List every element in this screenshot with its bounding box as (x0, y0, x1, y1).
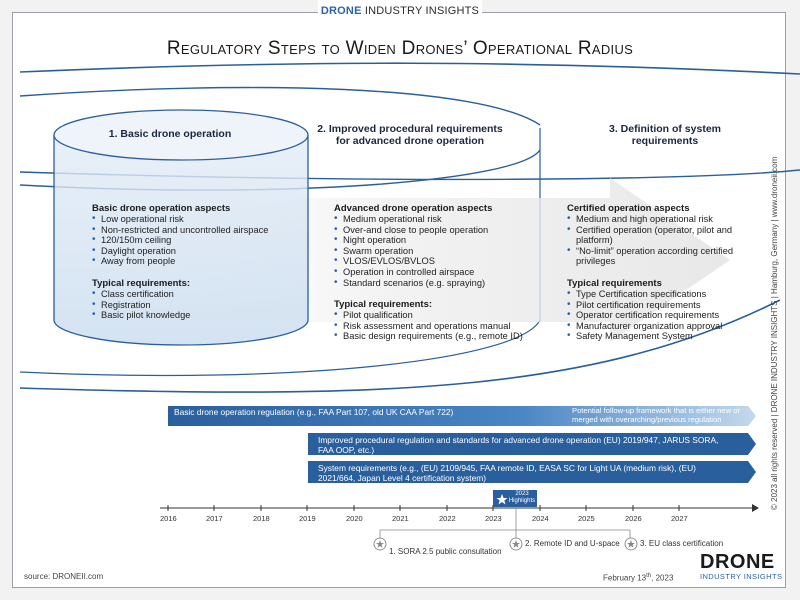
list-item: Daylight operation (92, 246, 292, 257)
year-label: 2021 (392, 514, 409, 523)
date-suffix: th (646, 573, 652, 579)
milestone-1: 1. SORA 2.5 public consultation (389, 547, 502, 556)
date-year: , 2023 (651, 573, 674, 583)
column-2-requirements: Pilot qualification Risk assessment and … (334, 310, 544, 342)
bar-system-requirements: System requirements (e.g., (EU) 2109/945… (318, 463, 696, 483)
list-item: VLOS/EVLOS/BVLOS (334, 256, 544, 267)
side-copyright-text: © 2023 all rights reserved | DRONE INDUS… (770, 156, 779, 510)
year-label: 2017 (206, 514, 223, 523)
bar-basic-shape (168, 406, 756, 426)
list-item: Medium operational risk (334, 214, 544, 225)
column-1-aspects-title: Basic drone operation aspects (92, 203, 231, 214)
year-label: 2022 (439, 514, 456, 523)
year-label: 2026 (625, 514, 642, 523)
column-1-aspects: Low operational risk Non-restricted and … (92, 214, 292, 267)
list-item: Away from people (92, 256, 292, 267)
list-item: Medium and high operational risk (567, 214, 742, 225)
year-label: 2016 (160, 514, 177, 523)
column-3-aspects-title: Certified operation aspects (567, 203, 690, 214)
column-2-aspects-title: Advanced drone operation aspects (334, 203, 493, 214)
column-1-req-title: Typical requirements: (92, 278, 191, 289)
list-item: Swarm operation (334, 246, 544, 257)
year-label: 2025 (578, 514, 595, 523)
column-2-heading: 2. Improved procedural requirements for … (317, 123, 503, 147)
year-label: 2023 (485, 514, 502, 523)
brand-top: DRONE INDUSTRY INSIGHTS (0, 5, 800, 17)
list-item: “No-limit” operation according certified… (567, 246, 742, 267)
column-2-req-title: Typical requirements: (334, 299, 433, 310)
year-label: 2020 (346, 514, 363, 523)
year-label: 2018 (253, 514, 270, 523)
list-item: Safety Management System (567, 331, 757, 342)
column-3-aspects: Medium and high operational risk Certifi… (567, 214, 742, 267)
logo-insights: INDUSTRY INSIGHTS (700, 572, 783, 581)
cylinder-middle (19, 86, 541, 126)
highlight-year: 2023 (515, 491, 529, 497)
column-3-heading: 3. Definition of system requirements (608, 123, 722, 147)
brand-top-bg (318, 0, 482, 22)
brand-insights: INDUSTRY INSIGHTS (361, 5, 480, 17)
year-label: 2024 (532, 514, 549, 523)
list-item: Certified operation (operator, pilot and… (567, 225, 742, 246)
column-1-heading: 1. Basic drone operation (108, 128, 232, 140)
highlight-text: Highlights (508, 497, 536, 504)
cylinder-outer (19, 62, 800, 75)
list-item: Operation in controlled airspace (334, 267, 544, 278)
date-note: February 13th, 2023 (603, 573, 673, 583)
year-label: 2019 (299, 514, 316, 523)
bar-improved-shape (308, 433, 756, 455)
page-title: Regulatory Steps to Widen Drones’ Operat… (166, 38, 634, 59)
brand-drone: DRONE (320, 5, 362, 17)
column-1-requirements: Class certification Registration Basic p… (92, 289, 292, 321)
list-item: Pilot qualification (334, 310, 544, 321)
list-item: Basic design requirements (e.g., remote … (334, 331, 544, 342)
list-item: Night operation (334, 235, 544, 246)
logo-drone: DRONE (700, 551, 775, 573)
list-item: Pilot certification requirements (567, 300, 757, 311)
bar-system-shape (308, 461, 756, 483)
bar-improved-regulation: Improved procedural regulation and stand… (318, 435, 719, 455)
bar-followup-note: Potential follow-up framework that is ei… (572, 406, 740, 424)
column-3-req-title: Typical requirements (567, 278, 662, 289)
list-item: Risk assessment and operations manual (334, 321, 544, 332)
bar-basic-regulation: Basic drone operation regulation (e.g., … (168, 406, 588, 426)
list-item: Type Certification specifications (567, 289, 757, 300)
year-label: 2027 (671, 514, 688, 523)
source-note: source: DRONEII.com (24, 572, 104, 581)
list-item: 120/150m ceiling (92, 235, 292, 246)
column-3-requirements: Type Certification specifications Pilot … (567, 289, 757, 342)
list-item: Operator certification requirements (567, 310, 757, 321)
list-item: Over-and close to people operation (334, 225, 544, 236)
list-item: Non-restricted and uncontrolled airspace (92, 225, 292, 236)
list-item: Manufacturer organization approval (567, 321, 757, 332)
bar-basic-text: Basic drone operation regulation (e.g., … (174, 407, 454, 417)
list-item: Basic pilot knowledge (92, 310, 292, 321)
list-item: Standard scenarios (e.g. spraying) (334, 278, 544, 289)
column-2-aspects: Medium operational risk Over-and close t… (334, 214, 544, 288)
milestone-2: 2. Remote ID and U-space (525, 539, 620, 548)
milestone-3: 3. EU class certification (640, 539, 724, 548)
list-item: Class certification (92, 289, 292, 300)
list-item: Low operational risk (92, 214, 292, 225)
date-text: February 13 (603, 573, 647, 583)
list-item: Registration (92, 300, 292, 311)
